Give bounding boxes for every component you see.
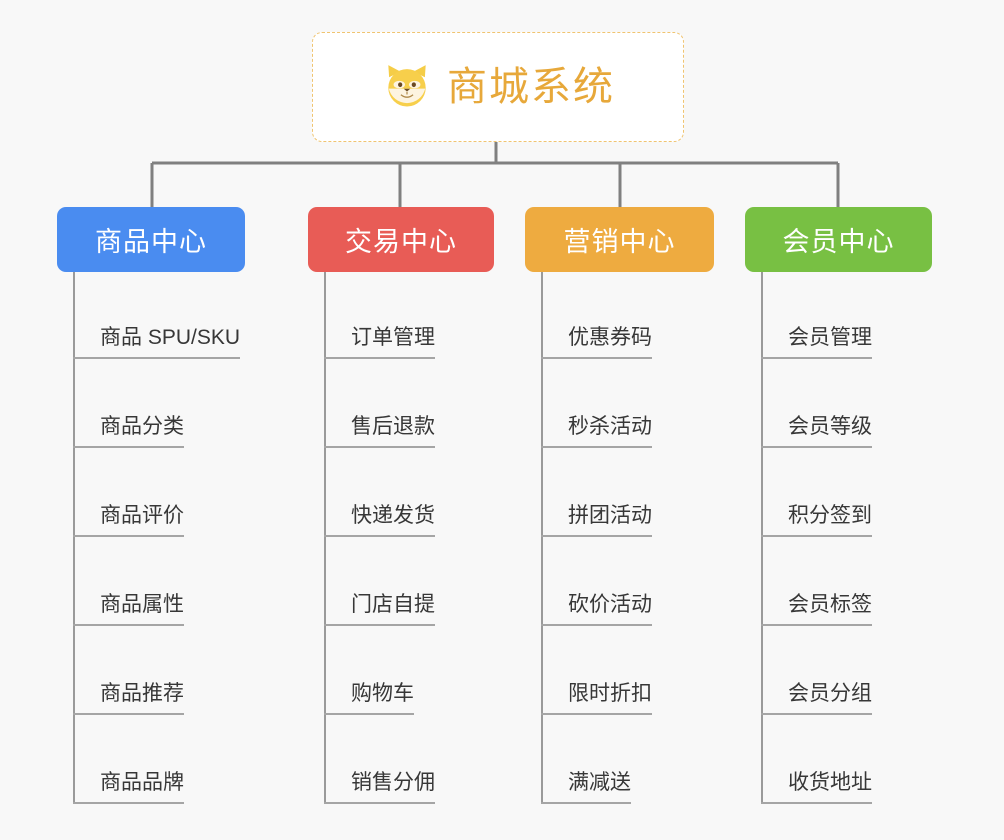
- leaf-label: 会员等级: [761, 413, 872, 448]
- leaf-spine: [761, 272, 763, 804]
- leaf-label: 商品评价: [73, 502, 184, 537]
- leaf-list-trade-center: 订单管理 售后退款 快递发货 门店自提 购物车 销售分佣: [308, 272, 494, 806]
- list-item[interactable]: 砍价活动: [541, 539, 714, 628]
- branch-marketing-center: 营销中心 优惠券码 秒杀活动 拼团活动 砍价活动 限时折扣 满减送: [525, 207, 714, 806]
- list-item[interactable]: 商品分类: [73, 361, 245, 450]
- list-item[interactable]: 会员标签: [761, 539, 932, 628]
- list-item[interactable]: 会员管理: [761, 272, 932, 361]
- branch-member-center: 会员中心 会员管理 会员等级 积分签到 会员标签 会员分组 收货地址: [745, 207, 932, 806]
- list-item[interactable]: 限时折扣: [541, 628, 714, 717]
- leaf-label: 商品 SPU/SKU: [73, 324, 241, 359]
- list-item[interactable]: 商品品牌: [73, 717, 245, 806]
- leaf-label: 限时折扣: [541, 680, 652, 715]
- list-item[interactable]: 会员等级: [761, 361, 932, 450]
- leaf-label: 积分签到: [761, 502, 872, 537]
- list-item[interactable]: 会员分组: [761, 628, 932, 717]
- category-label: 营销中心: [563, 227, 676, 257]
- list-item[interactable]: 秒杀活动: [541, 361, 714, 450]
- list-item[interactable]: 收货地址: [761, 717, 932, 806]
- list-item[interactable]: 商品 SPU/SKU: [73, 272, 245, 361]
- leaf-label: 砍价活动: [541, 591, 652, 626]
- leaf-spine: [73, 272, 75, 804]
- leaf-label: 销售分佣: [324, 769, 435, 804]
- list-item[interactable]: 满减送: [541, 717, 714, 806]
- root-node[interactable]: 商城系统: [312, 32, 684, 142]
- category-header-trade-center[interactable]: 交易中心: [308, 207, 494, 272]
- list-item[interactable]: 订单管理: [324, 272, 494, 361]
- branch-product-center: 商品中心 商品 SPU/SKU 商品分类 商品评价 商品属性 商品推荐 商品品牌: [57, 207, 245, 806]
- leaf-label: 会员标签: [761, 591, 872, 626]
- leaf-label: 会员管理: [761, 324, 872, 359]
- leaf-label: 会员分组: [761, 680, 872, 715]
- leaf-spine: [324, 272, 326, 804]
- category-label: 商品中心: [95, 227, 207, 257]
- shiba-inu-dog-face-icon: [388, 65, 426, 107]
- leaf-label: 收货地址: [761, 769, 872, 804]
- leaf-label: 商品分类: [73, 413, 184, 448]
- leaf-label: 秒杀活动: [541, 413, 652, 448]
- list-item[interactable]: 积分签到: [761, 450, 932, 539]
- leaf-label: 拼团活动: [541, 502, 652, 537]
- leaf-label: 购物车: [324, 680, 414, 715]
- list-item[interactable]: 商品属性: [73, 539, 245, 628]
- list-item[interactable]: 快递发货: [324, 450, 494, 539]
- category-label: 交易中心: [345, 227, 457, 257]
- leaf-label: 商品属性: [73, 591, 184, 626]
- leaf-label: 商品推荐: [73, 680, 184, 715]
- list-item[interactable]: 拼团活动: [541, 450, 714, 539]
- leaf-label: 订单管理: [324, 324, 435, 359]
- leaf-label: 快递发货: [324, 502, 435, 537]
- list-item[interactable]: 商品评价: [73, 450, 245, 539]
- category-header-product-center[interactable]: 商品中心: [57, 207, 245, 272]
- leaf-label: 商品品牌: [73, 769, 184, 804]
- leaf-label: 满减送: [541, 769, 631, 804]
- category-header-marketing-center[interactable]: 营销中心: [525, 207, 714, 272]
- list-item[interactable]: 销售分佣: [324, 717, 494, 806]
- branch-trade-center: 交易中心 订单管理 售后退款 快递发货 门店自提 购物车 销售分佣: [308, 207, 494, 806]
- list-item[interactable]: 门店自提: [324, 539, 494, 628]
- category-label: 会员中心: [782, 227, 895, 257]
- leaf-label: 售后退款: [324, 413, 435, 448]
- category-header-member-center[interactable]: 会员中心: [745, 207, 932, 272]
- page-title: 商城系统: [447, 65, 615, 109]
- leaf-list-member-center: 会员管理 会员等级 积分签到 会员标签 会员分组 收货地址: [745, 272, 932, 806]
- leaf-list-marketing-center: 优惠券码 秒杀活动 拼团活动 砍价活动 限时折扣 满减送: [525, 272, 714, 806]
- list-item[interactable]: 购物车: [324, 628, 494, 717]
- leaf-list-product-center: 商品 SPU/SKU 商品分类 商品评价 商品属性 商品推荐 商品品牌: [57, 272, 245, 806]
- list-item[interactable]: 售后退款: [324, 361, 494, 450]
- list-item[interactable]: 商品推荐: [73, 628, 245, 717]
- leaf-label: 优惠券码: [541, 324, 652, 359]
- leaf-spine: [541, 272, 543, 804]
- list-item[interactable]: 优惠券码: [541, 272, 714, 361]
- leaf-label: 门店自提: [324, 591, 435, 626]
